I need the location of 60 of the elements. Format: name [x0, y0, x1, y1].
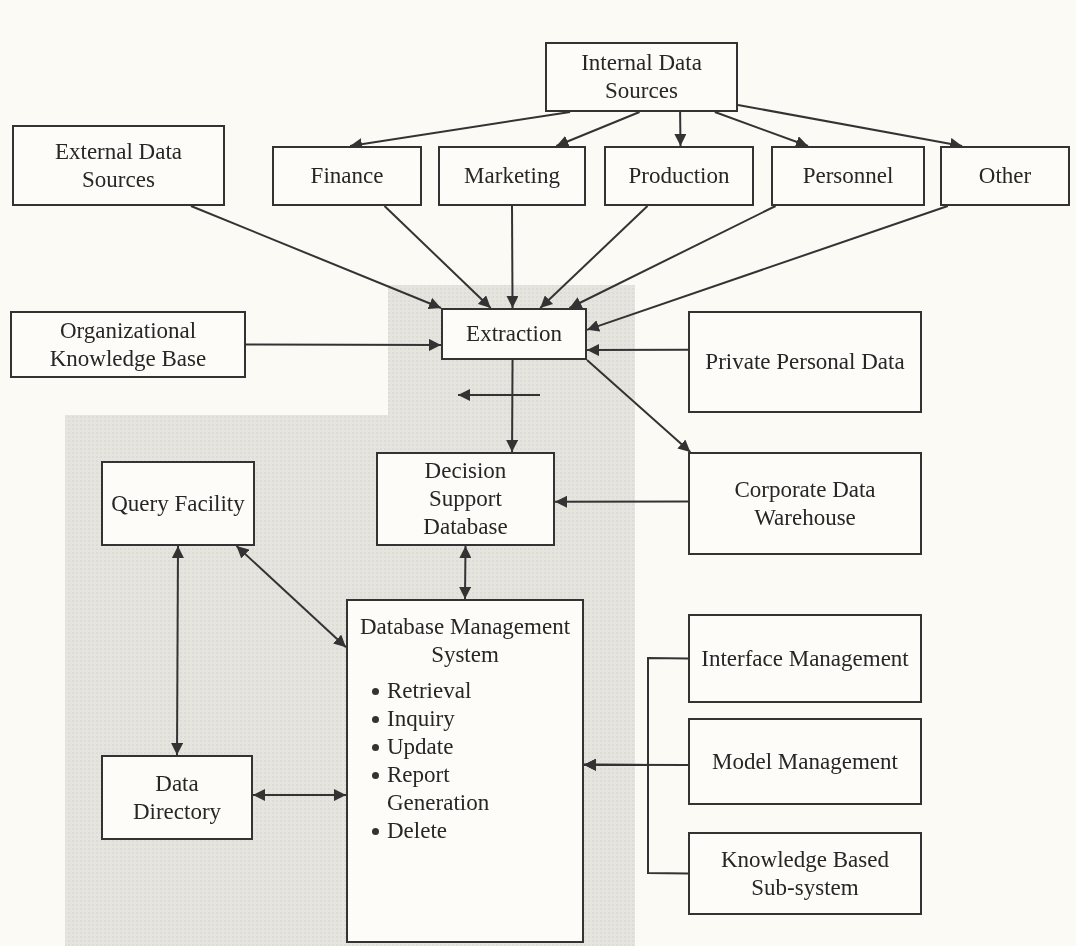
arrow [383, 205, 492, 309]
arrow [568, 205, 777, 309]
list-item: Report Generation [387, 761, 491, 817]
process-box [346, 599, 584, 943]
process-box [688, 614, 922, 703]
arrow [539, 205, 649, 309]
box-label: Production [628, 162, 730, 190]
box-label: Corporate Data Warehouse [733, 475, 877, 532]
arrow [586, 344, 689, 357]
list-item: Delete [387, 817, 448, 845]
box-label: Organizational Knowledge Base [48, 316, 208, 373]
process-box [604, 146, 754, 206]
box-label: Model Management [712, 747, 898, 776]
arrow [586, 359, 692, 453]
box-label: Data Directory [131, 769, 223, 826]
arrow [713, 111, 809, 148]
process-box [771, 146, 925, 206]
arrow [459, 545, 472, 600]
box-label: Interface Management [701, 644, 909, 673]
process-box [101, 755, 253, 840]
process-box [688, 452, 922, 555]
arrow [506, 359, 519, 453]
box-label: Other [978, 162, 1032, 190]
process-box [438, 146, 586, 206]
arrow [583, 758, 689, 875]
box-label: External Data Sources [53, 137, 184, 194]
box-label: Personnel [802, 162, 894, 190]
arrow [555, 111, 641, 147]
box-label: Database Management System [358, 613, 572, 669]
arrow [171, 545, 184, 756]
arrow [586, 205, 949, 332]
box-label: Finance [310, 162, 384, 190]
process-box [688, 718, 922, 805]
process-box [688, 832, 922, 915]
process-box [12, 125, 225, 206]
arrow [554, 495, 689, 508]
arrow [674, 111, 687, 147]
process-box [376, 452, 555, 546]
process-box [940, 146, 1070, 206]
arrow [506, 205, 519, 309]
arrow [252, 788, 347, 802]
process-box [101, 461, 255, 546]
box-label: Internal Data Sources [580, 49, 703, 105]
box-label: Knowledge Based Sub-system [720, 845, 890, 902]
process-box [688, 311, 922, 413]
arrow [235, 545, 347, 649]
process-box [10, 311, 246, 378]
box-label: Marketing [464, 162, 560, 190]
list-item: Retrieval [387, 677, 473, 705]
box-label: Extraction [466, 320, 562, 348]
process-box [545, 42, 738, 112]
process-box [272, 146, 422, 206]
arrow [245, 338, 442, 351]
box-label: Query Facility [111, 489, 245, 518]
process-box [441, 308, 587, 360]
list-item: Inquiry [387, 705, 456, 733]
box-label: Decision Support Database [422, 457, 509, 541]
box-label: Private Personal Data [705, 348, 905, 376]
list-item: Update [387, 733, 455, 761]
arrow [189, 205, 442, 309]
